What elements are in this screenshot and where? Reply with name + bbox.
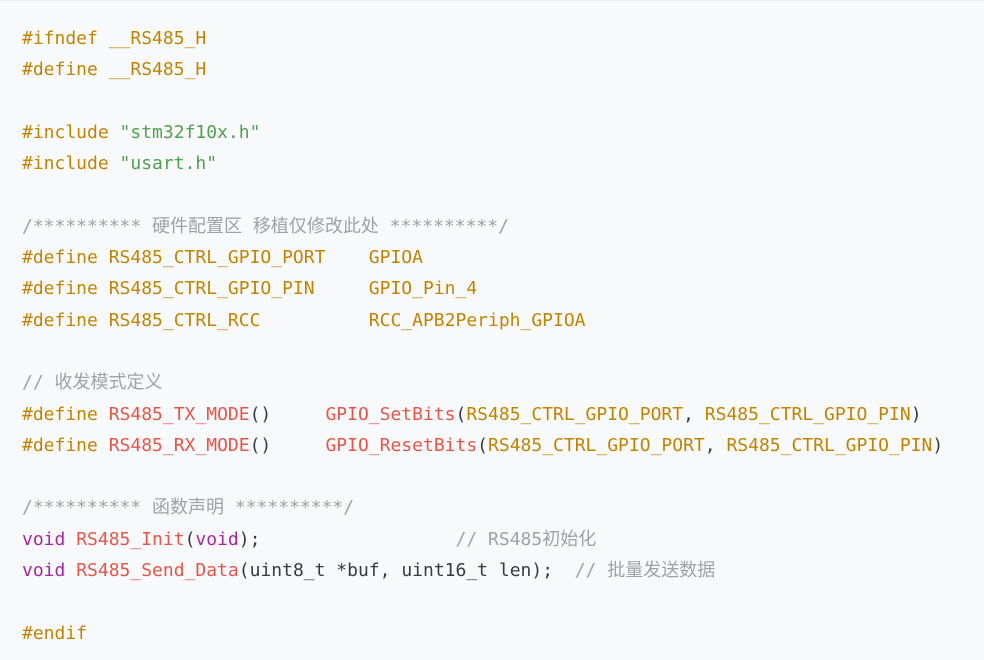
code-line: /********** 硬件配置区 移植仅修改此处 **********/ <box>22 211 976 242</box>
code-token-function: GPIO_ResetBits <box>325 434 478 456</box>
code-token-function: RS485_Send_Data <box>76 560 239 582</box>
code-token-macro: #define __RS485_H <box>22 59 207 81</box>
code-line <box>22 586 976 617</box>
code-token-macro: #define <box>22 434 109 456</box>
code-token-macro: RS485_CTRL_GPIO_PORT <box>488 434 705 456</box>
code-area[interactable]: #ifndef __RS485_H #define __RS485_H #incl… <box>22 23 976 649</box>
code-line: #define RS485_CTRL_GPIO_PORT GPIOA <box>22 242 976 273</box>
code-token-macro: #ifndef __RS485_H <box>22 28 207 49</box>
code-token-string: "usart.h" <box>119 153 218 175</box>
code-token-function: RS485_TX_MODE <box>108 403 250 425</box>
code-token-comment: // RS485初始化 <box>455 528 597 550</box>
code-token-plain: (uint8_t *buf, uint16_t len); <box>238 560 575 582</box>
code-line: #include "usart.h" <box>22 148 976 179</box>
code-token-plain: () <box>249 403 326 425</box>
code-token-comment: // 批量发送数据 <box>574 560 716 582</box>
code-token-keyword: void <box>22 560 66 582</box>
code-token-plain: () <box>249 434 326 456</box>
code-token-macro: #define <box>22 403 109 425</box>
code-line <box>22 179 976 210</box>
code-token-function: GPIO_SetBits <box>325 403 456 425</box>
code-token-keyword: void <box>22 528 66 550</box>
code-line <box>22 336 976 367</box>
code-token-plain: ) <box>932 434 944 456</box>
code-line: #endif <box>22 618 976 649</box>
code-line: void RS485_Init(void); // RS485初始化 <box>22 524 976 555</box>
code-token-plain: ); <box>238 528 456 550</box>
code-token-plain <box>65 529 76 550</box>
code-token-comment: /********** 函数声明 **********/ <box>22 497 355 519</box>
code-line: #define RS485_CTRL_RCC RCC_APB2Periph_GP… <box>22 305 976 336</box>
code-token-function: RS485_RX_MODE <box>108 434 250 456</box>
code-line: #define RS485_CTRL_GPIO_PIN GPIO_Pin_4 <box>22 273 976 304</box>
code-token-plain: ) <box>910 403 922 425</box>
code-token-macro: RS485_CTRL_GPIO_PIN <box>704 403 911 425</box>
code-token-plain: ( <box>184 528 196 550</box>
code-line: #define RS485_RX_MODE() GPIO_ResetBits(R… <box>22 430 976 461</box>
code-line: // 收发模式定义 <box>22 367 976 398</box>
code-token-plain: ( <box>455 403 467 425</box>
code-line: #ifndef __RS485_H <box>22 23 976 54</box>
code-token-macro: #endif <box>22 622 88 644</box>
code-line: #include "stm32f10x.h" <box>22 117 976 148</box>
code-token-string: "stm32f10x.h" <box>119 121 261 143</box>
code-line <box>22 86 976 117</box>
code-token-comment: /********** 硬件配置区 移植仅修改此处 **********/ <box>22 215 509 237</box>
code-token-macro: RS485_CTRL_GPIO_PIN <box>726 434 933 456</box>
code-token-plain: , <box>683 403 705 425</box>
code-token-plain <box>65 560 76 581</box>
code-token-macro: RS485_CTRL_GPIO_PORT <box>466 403 684 425</box>
code-token-keyword: void <box>195 528 239 550</box>
code-line: #define RS485_TX_MODE() GPIO_SetBits(RS4… <box>22 399 976 430</box>
code-line: void RS485_Send_Data(uint8_t *buf, uint1… <box>22 555 976 586</box>
code-line: /********** 函数声明 **********/ <box>22 492 976 523</box>
code-token-macro: #define RS485_CTRL_RCC RCC_APB2Periph_GP… <box>22 309 586 331</box>
code-line <box>22 461 976 492</box>
code-token-plain: , <box>704 434 727 456</box>
code-token-macro: #include <box>22 121 120 143</box>
code-token-macro: #define RS485_CTRL_GPIO_PORT GPIOA <box>22 247 423 269</box>
code-token-comment: // 收发模式定义 <box>22 372 163 394</box>
code-token-macro: #include <box>22 153 120 175</box>
code-token-macro: #define RS485_CTRL_GPIO_PIN GPIO_Pin_4 <box>22 278 478 300</box>
code-token-plain: ( <box>477 434 489 456</box>
code-token-function: RS485_Init <box>76 528 185 550</box>
code-line: #define __RS485_H <box>22 54 976 85</box>
